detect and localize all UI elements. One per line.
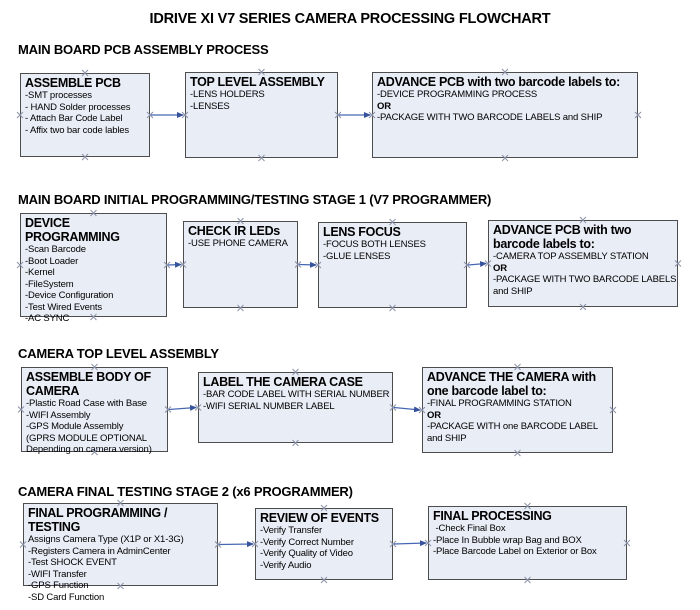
box-title: TOP LEVEL ASSEMBLY	[190, 75, 325, 89]
box-item: -LENSES	[190, 100, 230, 112]
box-item: -Registers Camera in AdminCenter	[28, 545, 171, 557]
box-item: -GPS Function	[28, 580, 89, 591]
box-item: -Test Wired Events	[25, 301, 103, 313]
box-item: -USE PHONE CAMERA	[188, 238, 288, 249]
box-item: -LENS HOLDERS	[190, 89, 265, 100]
flow-box-final-processing: FINAL PROCESSING -Check Final Box -Place…	[428, 506, 627, 580]
box-item: - Affix two bar code lables	[25, 124, 130, 136]
box-item: -Verify Correct Number	[260, 536, 354, 548]
box-title: ADVANCE PCB with two barcode labels to:	[493, 223, 632, 251]
box-item: -FileSystem	[25, 278, 74, 290]
box-item: -Place In Bubble wrap Bag and BOX	[433, 534, 582, 546]
box-title: LENS FOCUS	[323, 225, 401, 239]
box-item: and SHIP	[427, 432, 467, 444]
box-item: -WIFI SERIAL NUMBER LABEL	[203, 400, 335, 412]
box-item: -AC SYNC	[25, 313, 70, 324]
flow-box-advance-pcb-1: ADVANCE PCB with two barcode labels to: …	[372, 72, 638, 158]
box-item: -Place Barcode Label on Exterior or Box	[433, 546, 597, 557]
box-item: - Attach Bar Code Label	[25, 113, 123, 124]
box-item: -GLUE LENSES	[323, 250, 391, 262]
box-item: -Test SHOCK EVENT	[28, 557, 117, 568]
section-heading-pcb-assembly: MAIN BOARD PCB ASSEMBLY PROCESS	[18, 42, 269, 57]
flow-box-lens-focus: LENS FOCUS -FOCUS BOTH LENSES -GLUE LENS…	[318, 222, 467, 308]
box-item: -CAMERA TOP ASSEMBLY STATION	[493, 251, 649, 262]
flow-box-advance-pcb-2: ADVANCE PCB with two barcode labels to: …	[488, 220, 678, 307]
box-title: LABEL THE CAMERA CASE	[203, 375, 363, 389]
box-item: -PACKAGE WITH TWO BARCODE LABELS and SHI…	[377, 112, 603, 123]
box-item: -GPS Module Assembly	[26, 421, 124, 432]
box-item: -Check Final Box	[433, 523, 506, 534]
box-item: -FINAL PROGRAMMING STATION	[427, 398, 572, 409]
box-item: and SHIP	[493, 285, 533, 297]
box-item-or: OR	[377, 100, 391, 112]
box-item: -SMT processes	[25, 90, 92, 101]
box-item: -WIFI Transfer	[28, 568, 87, 580]
flow-box-check-ir-leds: CHECK IR LEDs -USE PHONE CAMERA	[183, 221, 298, 308]
page-title: IDRIVE XI V7 SERIES CAMERA PROCESSING FL…	[149, 11, 551, 27]
flow-box-advance-camera: ADVANCE THE CAMERA with one barcode labe…	[422, 367, 613, 453]
flow-box-review-of-events: REVIEW OF EVENTS -Verify Transfer -Verif…	[255, 508, 393, 580]
box-item: -Plastic Road Case with Base	[26, 398, 147, 409]
box-title: DEVICE PROGRAMMING	[25, 216, 120, 244]
box-item: -Device Configuration	[25, 290, 114, 301]
flow-box-device-programming: DEVICE PROGRAMMING -Scan Barcode -Boot L…	[20, 213, 167, 324]
section-heading-programming-stage1: MAIN BOARD INITIAL PROGRAMMING/TESTING S…	[18, 192, 492, 207]
box-item: -Boot Loader	[25, 255, 79, 267]
box-item: (GPRS MODULE OPTIONAL	[26, 432, 147, 444]
flow-box-assemble-pcb: ASSEMBLE PCB -SMT processes - HAND Solde…	[20, 73, 150, 157]
box-item: -BAR CODE LABEL WITH SERIAL NUMBER	[203, 389, 390, 400]
flow-box-assemble-body: ASSEMBLE BODY OF CAMERA -Plastic Road Ca…	[21, 367, 168, 455]
box-item: -SD Card Function	[28, 591, 105, 603]
box-item: -Verify Quality of Video	[260, 548, 353, 559]
box-title: FINAL PROGRAMMING / TESTING	[28, 506, 168, 534]
box-item: -Scan Barcode	[25, 244, 86, 255]
flow-box-final-programming: FINAL PROGRAMMING / TESTING Assigns Came…	[23, 503, 218, 603]
box-title: ADVANCE PCB with two barcode labels to:	[377, 75, 620, 89]
box-title: ADVANCE THE CAMERA with one barcode labe…	[427, 370, 596, 398]
box-item-or: OR	[427, 409, 441, 421]
box-title: CHECK IR LEDs	[188, 224, 280, 238]
box-item: -DEVICE PROGRAMMING PROCESS	[377, 89, 538, 100]
flow-box-label-camera-case: LABEL THE CAMERA CASE -BAR CODE LABEL WI…	[198, 372, 393, 443]
box-item: -PACKAGE WITH TWO BARCODE LABELS	[493, 274, 677, 285]
box-item-or: OR	[493, 262, 507, 274]
box-item: Assigns Camera Type (X1P or X1-3G)	[28, 534, 184, 545]
box-item: - HAND Solder processes	[25, 101, 131, 113]
box-item: -Kernel	[25, 267, 55, 278]
box-item: -Verify Audio	[260, 559, 312, 571]
flow-box-top-level-assembly: TOP LEVEL ASSEMBLY -LENS HOLDERS -LENSES	[185, 72, 338, 158]
box-item: -Verify Transfer	[260, 525, 323, 536]
box-item: -PACKAGE WITH one BARCODE LABEL	[427, 421, 598, 432]
section-heading-camera-top-assembly: CAMERA TOP LEVEL ASSEMBLY	[18, 346, 219, 361]
section-heading-final-testing-stage2: CAMERA FINAL TESTING STAGE 2 (x6 PROGRAM…	[18, 484, 353, 499]
box-title: FINAL PROCESSING	[433, 509, 552, 523]
box-item: Depending on camera version)	[26, 444, 152, 455]
box-item: -WIFI Assembly	[26, 409, 91, 421]
box-item: -FOCUS BOTH LENSES	[323, 239, 426, 250]
box-title: ASSEMBLE PCB	[25, 76, 121, 90]
box-title: ASSEMBLE BODY OF CAMERA	[26, 370, 151, 398]
box-title: REVIEW OF EVENTS	[260, 511, 379, 525]
